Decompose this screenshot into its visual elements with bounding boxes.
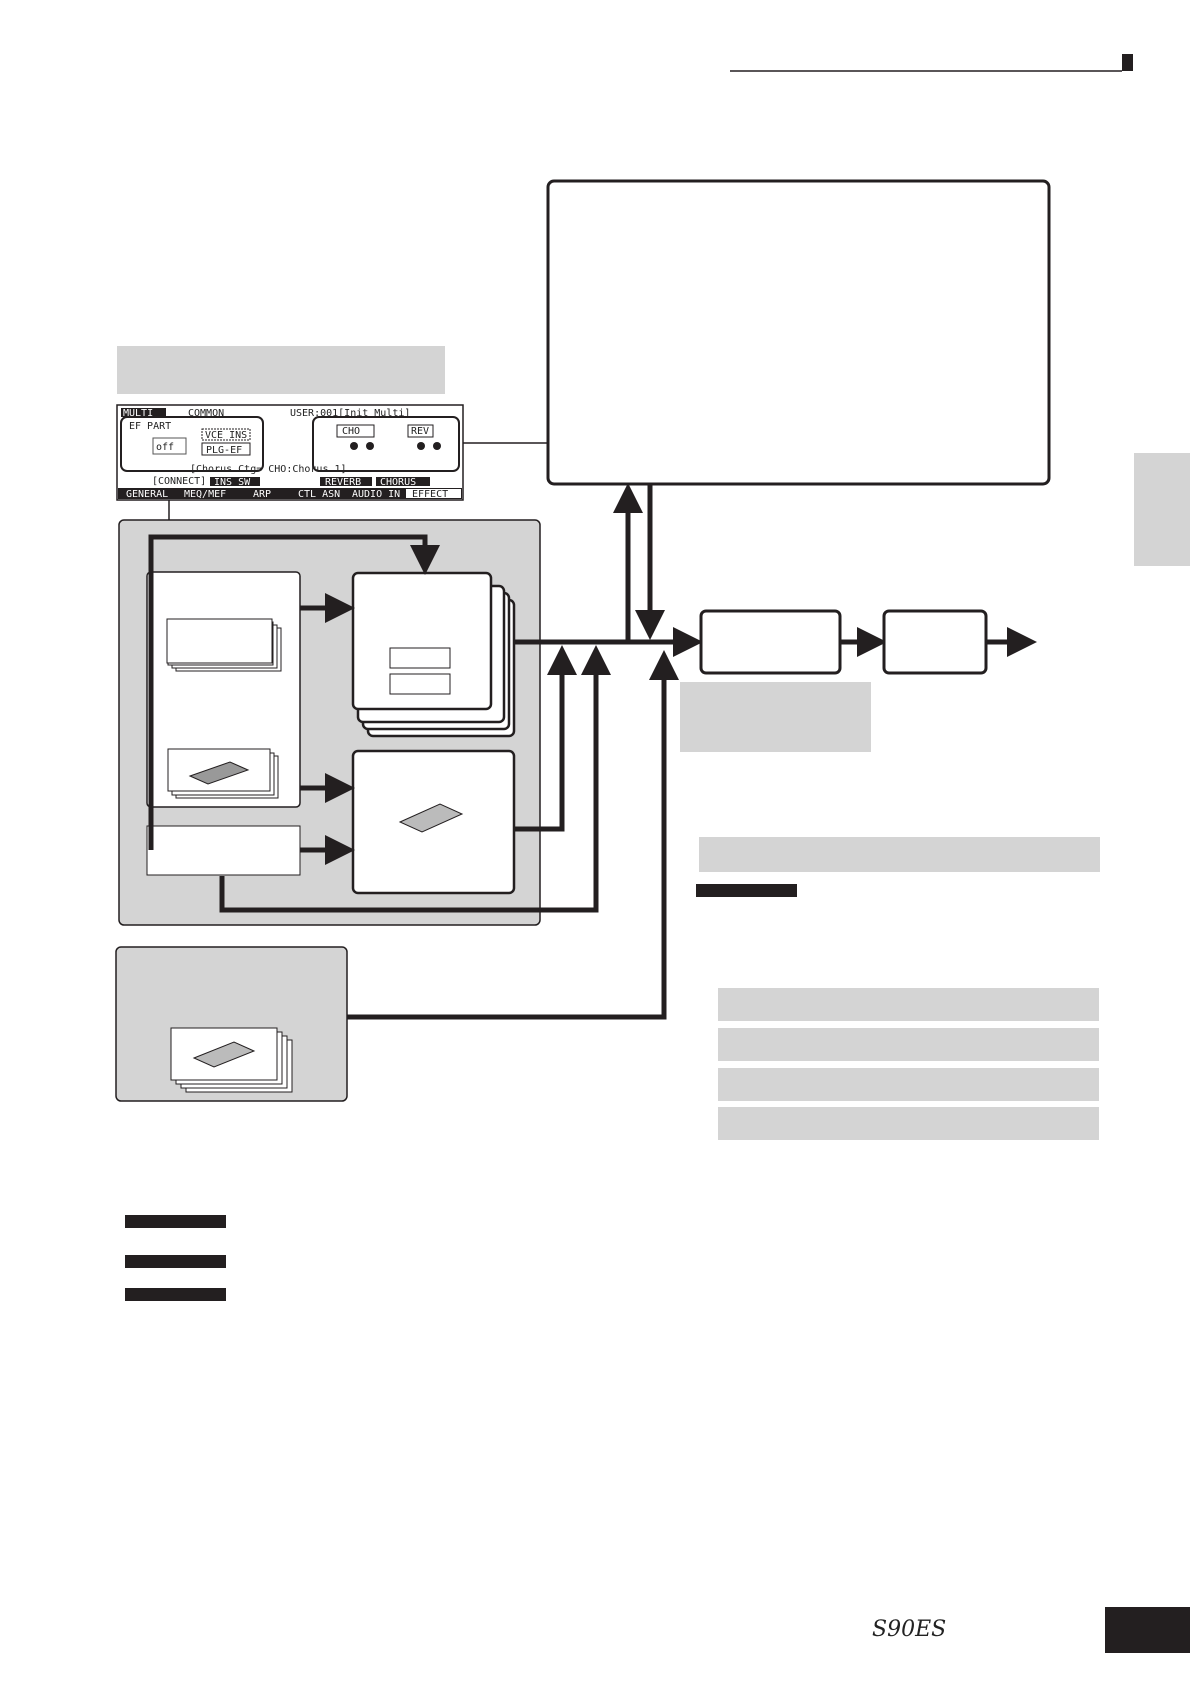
table-row <box>718 1107 1099 1140</box>
lcd-chorus: CHORUS <box>380 477 416 488</box>
lcd-ins-sw: INS SW <box>214 477 251 488</box>
lcd-section: COMMON <box>188 408 224 419</box>
side-tab <box>1134 453 1190 566</box>
lcd-reverb: REVERB <box>325 477 361 488</box>
note-label <box>125 1215 226 1228</box>
heading-bar <box>117 346 445 394</box>
lcd-param-line: [Chorus Ctg= CHO:Chorus 1] <box>190 464 347 475</box>
s90es-logo: S90ES <box>872 1617 946 1642</box>
section-heading-bar <box>699 837 1100 872</box>
table-row <box>718 1068 1099 1101</box>
lcd-screen: MULTI COMMON USER:001[Init Multi] EF PAR… <box>116 404 464 501</box>
lcd-ef-part: EF PART <box>129 421 171 432</box>
lcd-tab-effect: EFFECT <box>412 489 448 500</box>
header-marker <box>1122 54 1133 71</box>
lcd-tab-meq: MEQ/MEF <box>184 489 226 500</box>
effect-detail-box <box>546 179 1051 486</box>
table-row <box>718 988 1099 1021</box>
lcd-tab-ctlasn: CTL ASN <box>298 489 340 500</box>
caption-bar <box>680 682 871 752</box>
lcd-mode: MULTI <box>123 408 153 419</box>
external-board-stack <box>170 1027 293 1093</box>
lcd-plg-ef: PLG-EF <box>206 445 242 456</box>
lcd-connect: [CONNECT] <box>152 476 206 487</box>
table-row <box>718 1028 1099 1061</box>
master-effect-box <box>699 609 842 675</box>
lcd-rev: REV <box>411 426 429 437</box>
lcd-tab-arp: ARP <box>253 489 271 500</box>
lcd-cho: CHO <box>342 426 360 437</box>
master-eq-box <box>882 609 988 675</box>
lcd-vce-ins: VCE INS <box>205 430 247 441</box>
page-number-block <box>1105 1607 1190 1653</box>
note-label <box>125 1255 226 1268</box>
voice-stack <box>166 618 282 672</box>
note-label <box>696 884 797 897</box>
lcd-tab-general: GENERAL <box>126 489 168 500</box>
lcd-ef-value: off <box>156 442 174 453</box>
audio-input-box <box>146 825 301 876</box>
lcd-title: USER:001[Init Multi] <box>290 408 410 419</box>
lcd-tab-audioin: AUDIO IN <box>352 489 400 500</box>
plugin-board-stack <box>167 748 279 799</box>
note-label <box>125 1288 226 1301</box>
